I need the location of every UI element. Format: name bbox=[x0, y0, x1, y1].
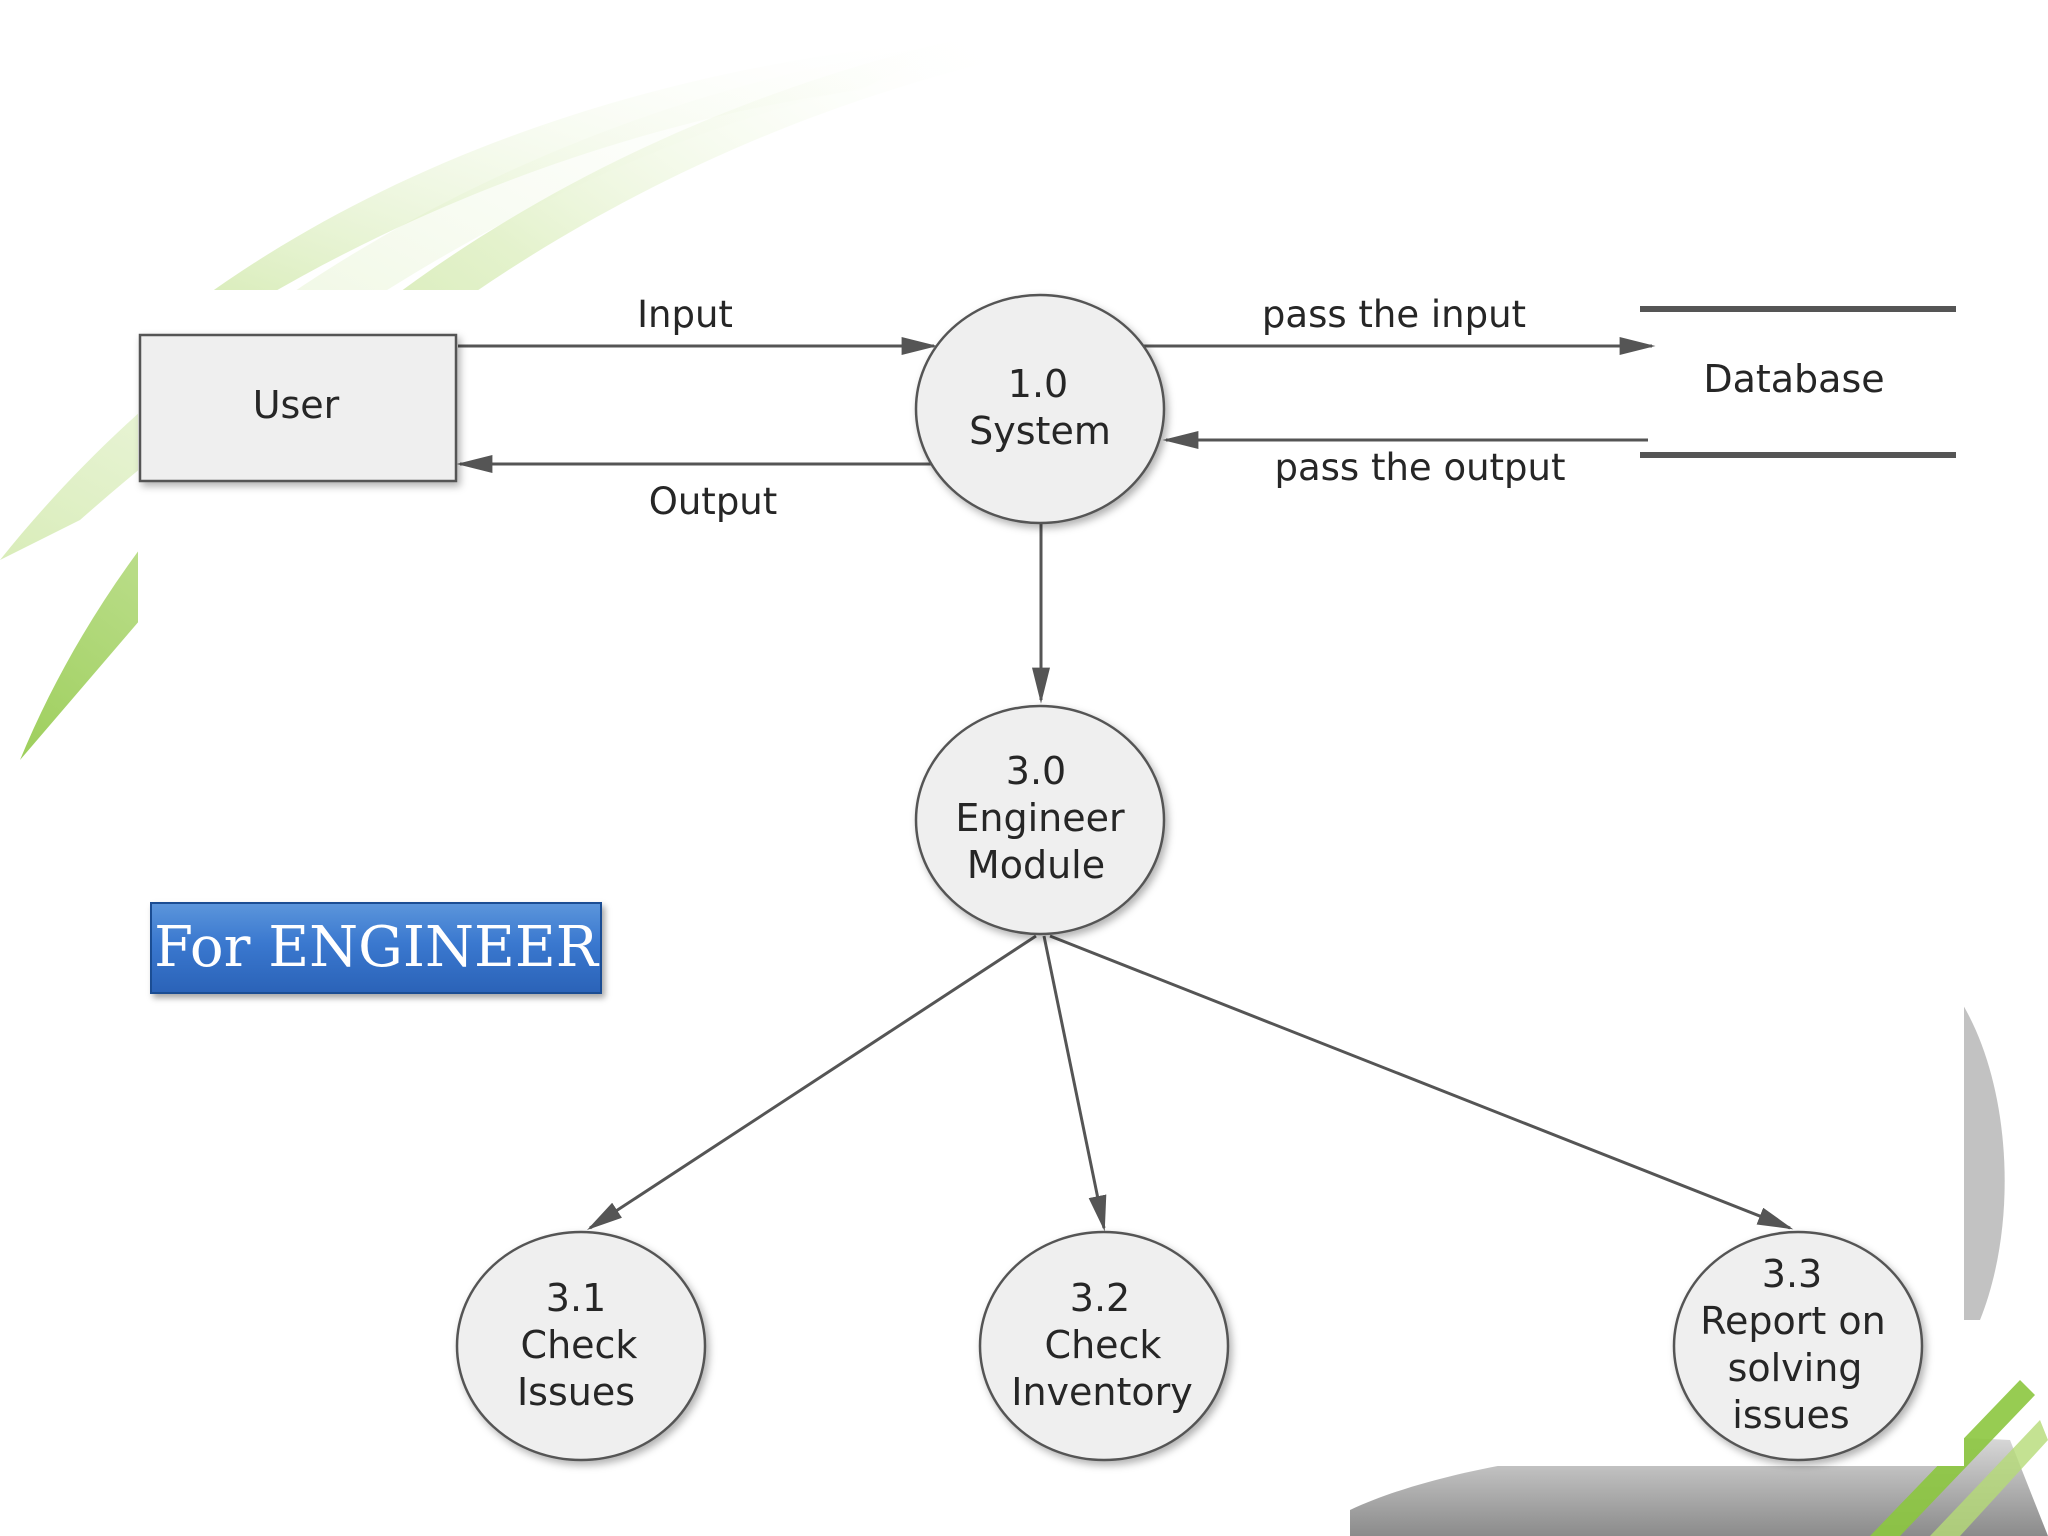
process-system: 1.0 System bbox=[914, 293, 1166, 525]
process-engineer-name-line2: Module bbox=[967, 843, 1105, 887]
flow-label-pass-input: pass the input bbox=[1262, 293, 1526, 336]
entity-user: User bbox=[138, 333, 458, 483]
car-sketch-shape bbox=[1960, 1000, 2005, 1320]
process-check-inventory-line2: Inventory bbox=[1011, 1370, 1193, 1414]
flow-label-output: Output bbox=[649, 480, 778, 523]
process-report-line2: solving bbox=[1728, 1346, 1863, 1390]
process-check-issues: 3.1 Check Issues bbox=[455, 1230, 707, 1462]
datastore-database: Database bbox=[1640, 306, 1956, 458]
flow-arrow-to-report bbox=[1049, 934, 1794, 1230]
process-check-inventory: 3.2 Check Inventory bbox=[978, 1230, 1230, 1462]
for-engineer-badge: For ENGINEER bbox=[150, 902, 602, 994]
process-check-issues-number: 3.1 bbox=[546, 1276, 606, 1320]
process-report-line1: Report on bbox=[1700, 1299, 1885, 1343]
process-check-inventory-number: 3.2 bbox=[1070, 1276, 1130, 1320]
process-system-name: System bbox=[969, 409, 1111, 453]
process-check-inventory-circle bbox=[978, 1230, 1230, 1462]
process-check-issues-circle bbox=[455, 1230, 707, 1462]
entity-user-label: User bbox=[253, 383, 340, 427]
process-system-number: 1.0 bbox=[1008, 362, 1068, 406]
process-engineer-name-line1: Engineer bbox=[955, 796, 1125, 840]
process-report-number: 3.3 bbox=[1762, 1252, 1822, 1296]
flow-label-input: Input bbox=[637, 293, 733, 336]
process-check-inventory-line1: Check bbox=[1045, 1323, 1162, 1367]
process-report-line3: issues bbox=[1732, 1393, 1849, 1437]
process-check-issues-line1: Check bbox=[521, 1323, 638, 1367]
green-stripe-shape bbox=[1930, 1420, 2048, 1536]
flow-arrow-to-check-issues bbox=[586, 934, 1037, 1230]
process-report-circle bbox=[1672, 1230, 1924, 1462]
green-swoosh-shape bbox=[200, 40, 960, 300]
process-engineer-circle bbox=[914, 704, 1166, 936]
process-report: 3.3 Report on solving issues bbox=[1672, 1230, 1924, 1462]
process-engineer-module: 3.0 Engineer Module bbox=[914, 704, 1166, 936]
process-system-circle bbox=[914, 293, 1166, 525]
flow-arrow-to-check-inventory bbox=[1042, 935, 1107, 1232]
datastore-label: Database bbox=[1703, 357, 1884, 401]
process-check-issues-line2: Issues bbox=[517, 1370, 635, 1414]
flow-label-pass-output: pass the output bbox=[1275, 446, 1566, 489]
process-engineer-number: 3.0 bbox=[1006, 749, 1066, 793]
entity-user-box bbox=[138, 333, 458, 483]
